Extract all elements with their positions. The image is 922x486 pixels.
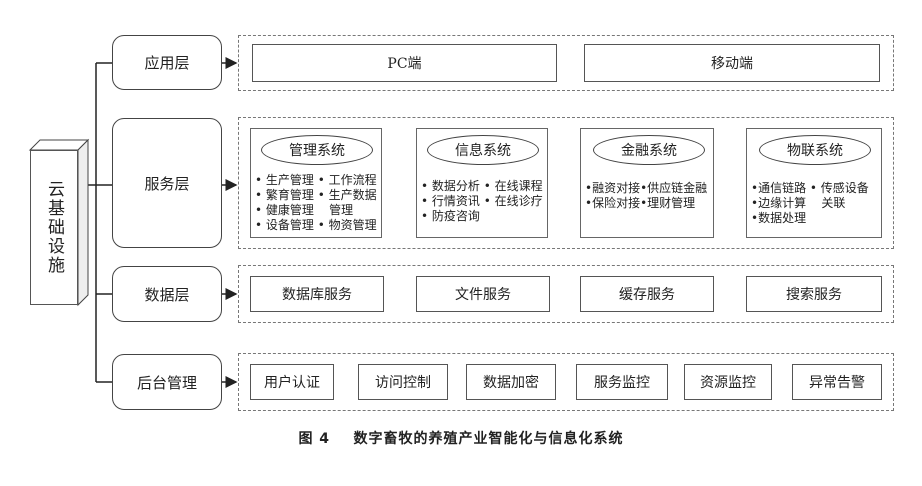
layer-backend-label: 后台管理 <box>136 373 197 392</box>
pc-client-label: PC端 <box>387 56 422 72</box>
layer-data-label: 数据层 <box>144 285 190 304</box>
management-system-box: 管理系统 • 生产管理 • 工作流程 • 繁育管理 • 生产数据 • 健康管理 … <box>250 128 382 238</box>
iot-system-box: 物联系统 •通信链路 • 传感设备 •边缘计算 关联 •数据处理 <box>746 128 882 238</box>
infrastructure-box: 云基础设施 <box>30 150 78 305</box>
data-service-cache: 缓存服务 <box>580 276 714 312</box>
layer-backend: 后台管理 <box>112 354 222 410</box>
backend-data-encryption: 数据加密 <box>466 364 556 400</box>
layer-service: 服务层 <box>112 118 222 248</box>
backend-anomaly-alert-label: 异常告警 <box>809 375 865 391</box>
data-service-search-label: 搜索服务 <box>786 287 842 303</box>
layer-service-label: 服务层 <box>144 174 190 193</box>
backend-user-auth-label: 用户认证 <box>264 375 320 391</box>
data-container <box>238 265 894 323</box>
backend-container <box>238 353 894 411</box>
data-service-database: 数据库服务 <box>250 276 384 312</box>
iot-system-title-text: 物联系统 <box>787 143 843 159</box>
backend-access-control-label: 访问控制 <box>375 375 431 391</box>
data-service-cache-label: 缓存服务 <box>619 287 675 303</box>
backend-resource-monitor-label: 资源监控 <box>700 375 756 391</box>
backend-resource-monitor: 资源监控 <box>684 364 772 400</box>
finance-system-items: •融资对接•供应链金融 •保险对接•理财管理 <box>585 181 708 210</box>
iot-system-title: 物联系统 <box>759 135 871 165</box>
mobile-client-box: 移动端 <box>584 44 880 82</box>
backend-access-control: 访问控制 <box>358 364 448 400</box>
pc-client-box: PC端 <box>252 44 557 82</box>
information-system-title: 信息系统 <box>427 135 539 165</box>
backend-user-auth: 用户认证 <box>250 364 334 400</box>
service-container <box>238 117 894 249</box>
finance-system-title-text: 金融系统 <box>621 143 677 159</box>
infrastructure-label: 云基础设施 <box>44 180 64 275</box>
backend-service-monitor-label: 服务监控 <box>594 375 650 391</box>
information-system-title-text: 信息系统 <box>455 143 511 159</box>
iot-system-items: •通信链路 • 传感设备 •边缘计算 关联 •数据处理 <box>751 181 869 225</box>
data-service-search: 搜索服务 <box>746 276 882 312</box>
data-service-file-label: 文件服务 <box>455 287 511 303</box>
data-service-database-label: 数据库服务 <box>282 287 352 303</box>
application-container <box>238 35 894 91</box>
management-system-items: • 生产管理 • 工作流程 • 繁育管理 • 生产数据 • 健康管理 管理 • … <box>255 173 377 232</box>
layer-application: 应用层 <box>112 35 222 90</box>
finance-system-title: 金融系统 <box>593 135 705 165</box>
backend-service-monitor: 服务监控 <box>576 364 668 400</box>
layer-application-label: 应用层 <box>144 54 190 72</box>
finance-system-box: 金融系统 •融资对接•供应链金融 •保险对接•理财管理 <box>580 128 714 238</box>
backend-data-encryption-label: 数据加密 <box>483 375 539 391</box>
backend-anomaly-alert: 异常告警 <box>792 364 882 400</box>
data-service-file: 文件服务 <box>416 276 550 312</box>
layer-data: 数据层 <box>112 266 222 322</box>
mobile-client-label: 移动端 <box>711 56 753 72</box>
information-system-box: 信息系统 • 数据分析 • 在线课程 • 行情资讯 • 在线诊疗 • 防疫咨询 <box>416 128 548 238</box>
management-system-title: 管理系统 <box>261 135 373 165</box>
figure-caption: 图 4 数字畜牧的养殖产业智能化与信息化系统 <box>298 431 624 447</box>
information-system-items: • 数据分析 • 在线课程 • 行情资讯 • 在线诊疗 • 防疫咨询 <box>421 179 543 223</box>
management-system-title-text: 管理系统 <box>289 143 345 159</box>
